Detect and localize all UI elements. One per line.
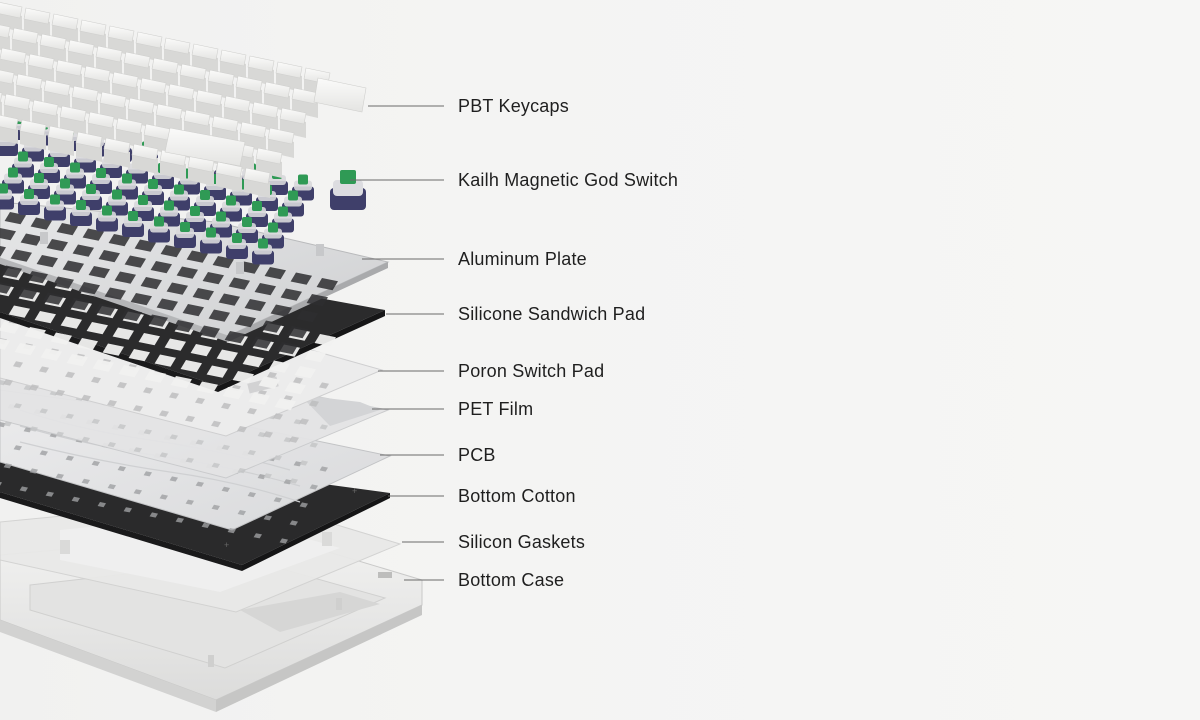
svg-text:+: +	[224, 540, 229, 550]
label-poron-switch-pad: Poron Switch Pad	[458, 361, 605, 381]
aluminum-plate-layer	[0, 201, 390, 355]
svg-text:+: +	[352, 486, 357, 496]
pbt-keycaps-layer	[0, 2, 367, 198]
label-silicon-gaskets: Silicon Gaskets	[458, 532, 586, 552]
label-bottom-case: Bottom Case	[458, 570, 565, 590]
label-pbt-keycaps: PBT Keycaps	[458, 96, 569, 116]
label-pcb: PCB	[458, 445, 496, 465]
label-aluminum-plate: Aluminum Plate	[458, 249, 587, 269]
label-bottom-cotton: Bottom Cotton	[458, 486, 576, 506]
leader-lines	[350, 105, 444, 581]
label-pet-film: PET Film	[458, 399, 534, 419]
label-silicone-sandwich-pad: Silicone Sandwich Pad	[458, 304, 646, 324]
label-kailh-magnetic-god-switch: Kailh Magnetic God Switch	[458, 170, 679, 190]
